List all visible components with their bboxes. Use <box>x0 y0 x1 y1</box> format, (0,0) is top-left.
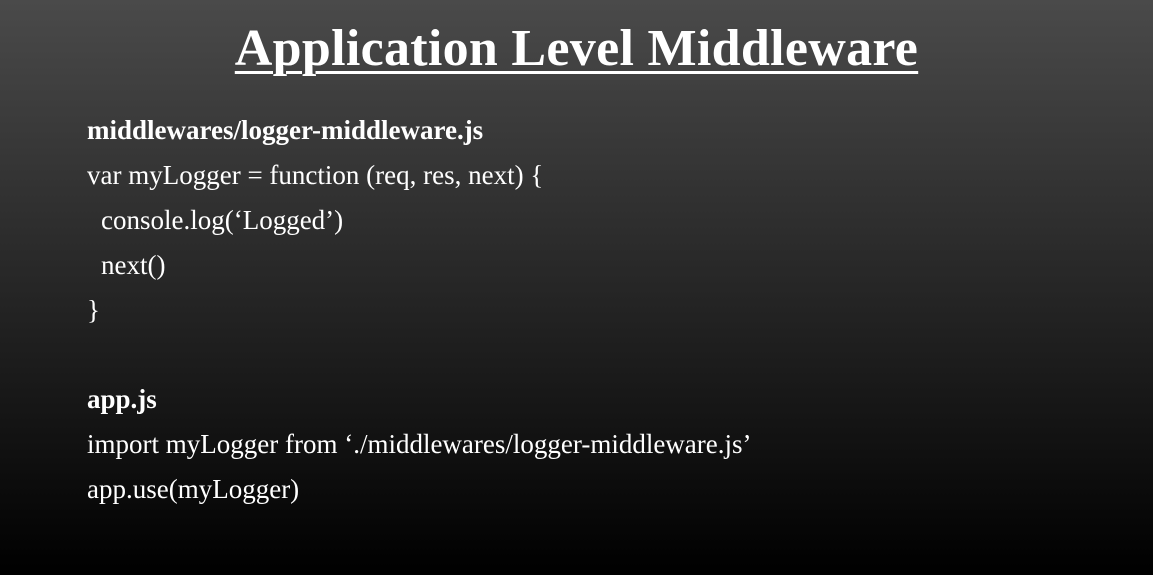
section-filename: middlewares/logger-middleware.js <box>87 115 484 145</box>
slide-body: middlewares/logger-middleware.js var myL… <box>87 108 752 512</box>
code-line: console.log(‘Logged’) <box>101 205 344 235</box>
slide-title: Application Level Middleware <box>234 20 919 77</box>
section-filename: app.js <box>87 384 157 414</box>
code-line: app.use(myLogger) <box>87 474 300 504</box>
code-section-logger-middleware: middlewares/logger-middleware.js var myL… <box>87 108 752 333</box>
code-line: var myLogger = function (req, res, next)… <box>87 160 544 190</box>
code-line: next() <box>101 250 166 280</box>
code-section-app: app.js import myLogger from ‘./middlewar… <box>87 377 752 512</box>
section-spacer <box>87 333 752 377</box>
code-line: import myLogger from ‘./middlewares/logg… <box>87 429 752 459</box>
code-line: } <box>87 295 100 325</box>
